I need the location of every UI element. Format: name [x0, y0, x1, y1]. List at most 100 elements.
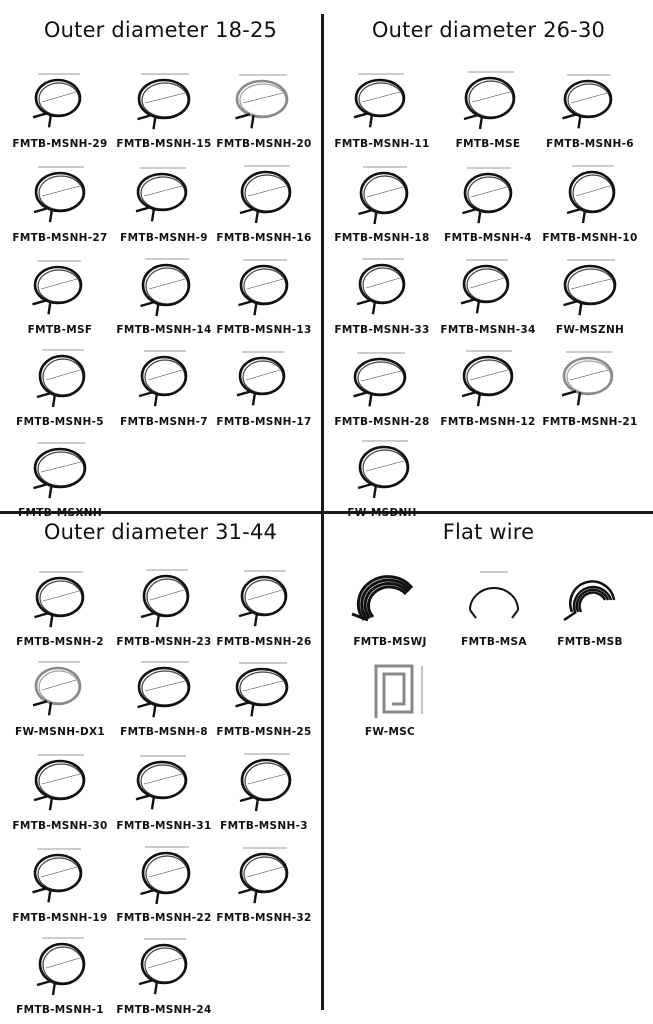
product-item: FMTB-MSXNH	[8, 433, 112, 523]
spring-image	[353, 73, 406, 128]
product-item: FMTB-MSNH-21	[538, 342, 642, 432]
spring-image	[140, 846, 191, 905]
product-item: FMTB-MSA	[442, 562, 546, 652]
spring-image	[36, 937, 86, 996]
product-item: FW-MSZNH	[538, 250, 642, 340]
spring-image	[36, 349, 86, 408]
product-item: FMTB-MSNH-26	[212, 562, 316, 652]
horizontal-divider	[0, 511, 653, 514]
product-item: FMTB-MSNH-27	[8, 158, 112, 248]
product-item: FMTB-MSNH-23	[112, 562, 216, 652]
product-item: FMTB-MSNH-12	[436, 342, 540, 432]
product-item: FMTB-MSNH-2	[8, 562, 112, 652]
spring-image	[33, 442, 87, 499]
spring-image	[463, 71, 516, 130]
product-item: FMTB-MSNH-9	[112, 158, 216, 248]
product-code: FMTB-MSNH-7	[120, 416, 208, 428]
spring-image	[238, 259, 289, 316]
vertical-divider-top	[321, 14, 324, 511]
product-code: FMTB-MSNH-15	[116, 138, 212, 150]
product-code: FMTB-MSNH-33	[334, 324, 430, 336]
spring-image	[562, 74, 613, 129]
product-item: FMTB-MSNH-30	[8, 746, 112, 836]
product-code: FMTB-MSNH-28	[334, 416, 430, 428]
product-code: FMTB-MSA	[461, 636, 527, 648]
product-item: FMTB-MSNH-3	[212, 746, 316, 836]
product-code: FMTB-MSNH-18	[334, 232, 430, 244]
product-item: FMTB-MSNH-15	[112, 64, 216, 154]
spring-image	[461, 350, 514, 407]
product-item: FMTB-MSWJ	[338, 562, 442, 652]
product-item: FMTB-MSNH-6	[538, 64, 642, 154]
product-code: FMTB-MSNH-16	[216, 232, 312, 244]
spring-image	[138, 350, 188, 407]
product-item: FMTB-MSE	[436, 64, 540, 154]
spring-image	[135, 167, 188, 222]
product-code: FW-MSDNH	[347, 507, 417, 519]
product-item: FMTB-MSNH-13	[212, 250, 316, 340]
spring-image	[462, 167, 513, 224]
product-item: FMTB-MSNH-4	[436, 158, 540, 248]
section-title: Outer diameter 18-25	[43, 18, 278, 42]
spring-image	[561, 351, 614, 406]
product-code: FMTB-MSWJ	[353, 636, 427, 648]
product-code: FMTB-MSF	[27, 324, 93, 336]
product-code: FMTB-MSNH-24	[116, 1004, 212, 1016]
product-code: FMTB-MSNH-25	[216, 726, 312, 738]
product-item: FMTB-MSNH-20	[212, 64, 316, 154]
product-code: FW-MSNH-DX1	[14, 726, 105, 738]
spring-image	[566, 165, 616, 224]
product-code: FMTB-MSNH-12	[440, 416, 536, 428]
product-item: FW-MSNH-DX1	[8, 652, 112, 742]
spring-image	[238, 570, 288, 627]
product-code: FMTB-MSNH-10	[542, 232, 638, 244]
spring-image	[32, 848, 83, 903]
spring-image	[32, 661, 82, 716]
spring-image	[563, 259, 617, 316]
spring-image	[374, 664, 423, 718]
product-item: FW-MSDNH	[330, 433, 434, 523]
product-item: FMTB-MSNH-19	[8, 838, 112, 928]
product-item: FMTB-MSNH-1	[8, 930, 112, 1020]
product-code: FMTB-MSNH-31	[116, 820, 212, 832]
product-code: FMTB-MSNH-19	[12, 912, 108, 924]
spring-image	[239, 753, 292, 812]
product-item: FMTB-MSB	[538, 562, 642, 652]
product-item: FMTB-MSNH-14	[112, 250, 216, 340]
product-item: FMTB-MSNH-24	[112, 930, 216, 1020]
product-code: FW-MSZNH	[555, 324, 625, 336]
product-item: FMTB-MSNH-17	[212, 342, 316, 432]
product-code: FMTB-MSNH-13	[216, 324, 312, 336]
spring-image	[460, 259, 510, 314]
product-code: FMTB-MSNH-23	[116, 636, 212, 648]
product-item: FMTB-MSNH-8	[112, 652, 216, 742]
spring-image	[33, 754, 86, 811]
spring-image	[469, 571, 519, 619]
product-code: FMTB-MSNH-26	[216, 636, 312, 648]
spring-image	[135, 755, 188, 810]
spring-image	[140, 569, 190, 628]
product-item: FMTB-MSNH-33	[330, 250, 434, 340]
product-code: FMTB-MSNH-4	[444, 232, 532, 244]
product-item: FMTB-MSNH-18	[330, 158, 434, 248]
vertical-divider-bottom	[321, 514, 324, 1010]
product-code: FMTB-MSNH-27	[12, 232, 108, 244]
product-code: FMTB-MSNH-14	[116, 324, 212, 336]
product-item: FMTB-MSNH-11	[330, 64, 434, 154]
product-item: FMTB-MSNH-34	[436, 250, 540, 340]
product-item: FMTB-MSNH-16	[212, 158, 316, 248]
spring-image	[238, 847, 289, 904]
product-code: FMTB-MSNH-34	[440, 324, 536, 336]
product-code: FMTB-MSNH-20	[216, 138, 312, 150]
product-code: FMTB-MSB	[557, 636, 623, 648]
product-code: FMTB-MSNH-32	[216, 912, 312, 924]
product-item: FMTB-MSF	[8, 250, 112, 340]
spring-image	[137, 661, 191, 718]
product-code: FMTB-MSNH-2	[16, 636, 104, 648]
product-code: FMTB-MSNH-5	[16, 416, 104, 428]
spring-image	[236, 351, 286, 406]
spring-image	[563, 580, 616, 622]
section-title: Outer diameter 31-44	[43, 520, 278, 544]
product-item: FMTB-MSNH-5	[8, 342, 112, 432]
product-code: FW-MSC	[364, 726, 416, 738]
